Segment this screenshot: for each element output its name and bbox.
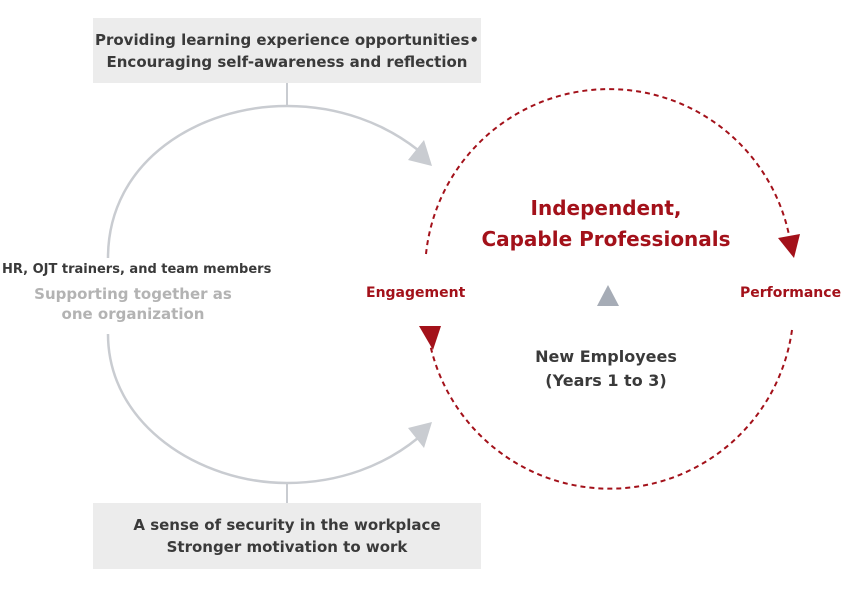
lower-support-arrowhead bbox=[408, 422, 432, 448]
support-caption-line-2: one organization bbox=[61, 305, 205, 323]
top-box-line-2: Encouraging self-awareness and reflectio… bbox=[106, 52, 468, 71]
lower-cycle-arc bbox=[429, 329, 793, 490]
security-motivation-box: A sense of security in the workplace Str… bbox=[93, 503, 481, 569]
upper-cycle-arc bbox=[425, 88, 791, 255]
performance-label: Performance bbox=[740, 285, 842, 301]
engagement-label: Engagement bbox=[366, 285, 466, 301]
learning-opportunities-box: Providing learning experience opportunit… bbox=[93, 18, 481, 83]
upper-support-arrowhead bbox=[408, 140, 432, 166]
goal-title-line-1: Independent, bbox=[530, 196, 682, 220]
support-caption-line-1: Supporting together as bbox=[34, 285, 232, 303]
center-triangle-marker bbox=[597, 285, 619, 306]
goal-title-line-2: Capable Professionals bbox=[481, 227, 731, 251]
performance-arrowhead bbox=[778, 234, 800, 258]
upper-support-arc bbox=[106, 104, 419, 259]
engagement-arrowhead bbox=[419, 326, 441, 350]
top-box-line-1: Providing learning experience opportunit… bbox=[94, 30, 480, 49]
new-employees-label: New Employees bbox=[535, 347, 677, 366]
bottom-box-line-1: A sense of security in the workplace bbox=[133, 516, 441, 534]
lower-support-arc bbox=[106, 333, 419, 485]
years-range-label: (Years 1 to 3) bbox=[545, 371, 667, 390]
bottom-box-line-2: Stronger motivation to work bbox=[166, 538, 408, 556]
support-members-label: HR, OJT trainers, and team members bbox=[2, 262, 272, 277]
